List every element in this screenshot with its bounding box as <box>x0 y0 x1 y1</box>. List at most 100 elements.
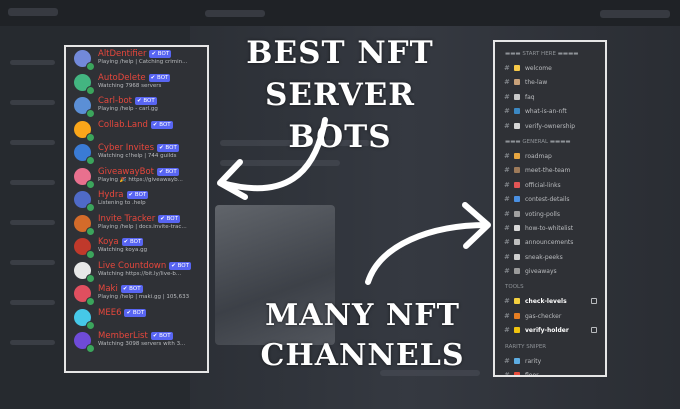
member-name-text: Collab.Land <box>98 119 148 130</box>
channel-item[interactable]: #sneak-peeks <box>495 251 605 265</box>
hash-icon: # <box>504 107 510 116</box>
member-activity: Watching koya.gg <box>98 247 148 253</box>
member-name-text: MemberList <box>98 331 148 341</box>
online-status-icon <box>86 344 95 353</box>
channel-emoji-icon <box>514 122 520 129</box>
hash-icon: # <box>504 356 510 365</box>
bot-badge: ✔ BOT <box>149 50 172 58</box>
channel-category[interactable]: ▬▬▬ GENERAL ▬▬▬▬ <box>505 138 571 145</box>
channel-item[interactable]: # rarity <box>495 355 605 369</box>
channel-item[interactable]: #voting-polls <box>495 208 605 222</box>
online-status-icon <box>86 85 95 95</box>
channel-category[interactable]: ▬▬▬ START HERE ▬▬▬▬ <box>505 51 579 57</box>
blurred-server-name <box>8 8 58 16</box>
channel-item[interactable]: #verify-holder <box>495 324 605 338</box>
member-name: MemberList✔ BOT <box>98 331 173 341</box>
blurred-top-bar <box>0 0 680 26</box>
channel-item[interactable]: # floor <box>495 369 605 377</box>
caption-line: SERVER BOTS <box>264 77 416 155</box>
blurred-row <box>10 60 55 65</box>
channel-item[interactable]: #announcements <box>495 236 605 250</box>
channel-name: what-is-an-nft <box>525 108 567 116</box>
channel-item[interactable]: #verify-ownership <box>495 120 605 134</box>
hash-icon: # <box>504 151 510 160</box>
member-name: MEE6✔ BOT <box>98 307 147 318</box>
member-name-text: GiveawayBot <box>98 166 154 177</box>
channel-item[interactable]: # what-is-an-nft <box>495 105 605 119</box>
caption-line: CHANNELS <box>260 338 465 373</box>
channel-emoji-icon <box>514 357 520 364</box>
blurred-message <box>220 140 370 146</box>
channel-item[interactable]: #gas-checker <box>495 310 605 324</box>
channel-item[interactable]: #check-levels <box>495 295 605 309</box>
member-activity: Watching 3098 servers with 3... <box>98 341 186 347</box>
channel-emoji-icon <box>514 239 520 246</box>
member-activity: Watching https://bit.ly/live-b... <box>98 270 182 277</box>
member-name: Cyber Invites✔ BOT <box>98 143 179 153</box>
bot-badge: ✔ BOT <box>121 238 144 246</box>
member-name-text: Live Countdown <box>98 260 167 271</box>
channel-name: faq <box>525 93 535 101</box>
member-name-text: MEE6 <box>98 307 122 318</box>
member-name: Carl-bot✔ BOT <box>98 96 157 106</box>
hash-icon: # <box>504 371 510 377</box>
member-name: AutoDelete✔ BOT <box>98 73 171 83</box>
online-status-icon <box>86 226 95 236</box>
channel-item[interactable]: #giveaways <box>495 265 605 279</box>
channel-item[interactable]: # how-to-whitelist <box>495 222 605 236</box>
channel-item[interactable]: #contest-details <box>495 193 605 207</box>
channel-name: giveaways <box>525 268 557 276</box>
bot-badge: ✔ BOT <box>126 191 149 199</box>
channel-name: the-law <box>525 79 548 87</box>
channel-name: floor <box>525 372 539 377</box>
member-activity: Playing /help | docs.invite-trac... <box>98 223 187 230</box>
channel-item[interactable]: #faq <box>495 91 605 105</box>
channel-item[interactable]: #official-links <box>495 179 605 193</box>
channel-emoji-icon <box>514 196 520 203</box>
member-activity: Playing /help - carl.gg <box>98 106 158 112</box>
channel-item[interactable]: #roadmap <box>495 150 605 164</box>
hash-icon: # <box>504 209 510 218</box>
channel-name: announcements <box>525 239 574 247</box>
channel-category[interactable]: RARITY SNIPER <box>505 343 547 350</box>
blurred-row <box>10 260 55 265</box>
blurred-row <box>10 140 55 145</box>
channel-name: official-links <box>525 181 561 189</box>
online-status-icon <box>86 320 95 330</box>
member-item[interactable]: MEE6✔ BOT <box>66 306 207 330</box>
channel-name: how-to-whitelist <box>525 224 574 232</box>
member-activity: Playing /help | maki.gg | 105,633 <box>98 294 190 300</box>
hash-icon: # <box>504 223 510 232</box>
hash-icon: # <box>504 311 510 320</box>
channel-emoji-icon <box>514 253 520 260</box>
blurred-image-attachment <box>215 205 335 345</box>
member-item[interactable]: Collab.Land✔ BOT <box>66 118 207 142</box>
hash-icon: # <box>504 326 510 335</box>
channel-item[interactable]: #the-law <box>495 76 605 90</box>
member-name-text: Koya <box>98 237 119 247</box>
channel-emoji-icon <box>514 181 520 188</box>
arrow-to-bots-head-icon <box>217 159 248 200</box>
bot-badge: ✔ BOT <box>120 285 143 293</box>
channel-item[interactable]: #meet-the-team <box>495 164 605 178</box>
channel-item[interactable]: #welcome <box>495 62 605 76</box>
member-activity: Watching 7968 servers <box>98 82 162 89</box>
channel-category[interactable]: TOOLS <box>505 284 524 291</box>
channel-name: rarity <box>525 357 542 365</box>
member-name-text: Hydra <box>98 190 124 200</box>
online-status-icon <box>86 132 95 142</box>
online-status-icon <box>86 179 95 189</box>
member-name-text: AltDentifier <box>98 49 147 59</box>
bot-badge: ✔ BOT <box>157 144 179 152</box>
